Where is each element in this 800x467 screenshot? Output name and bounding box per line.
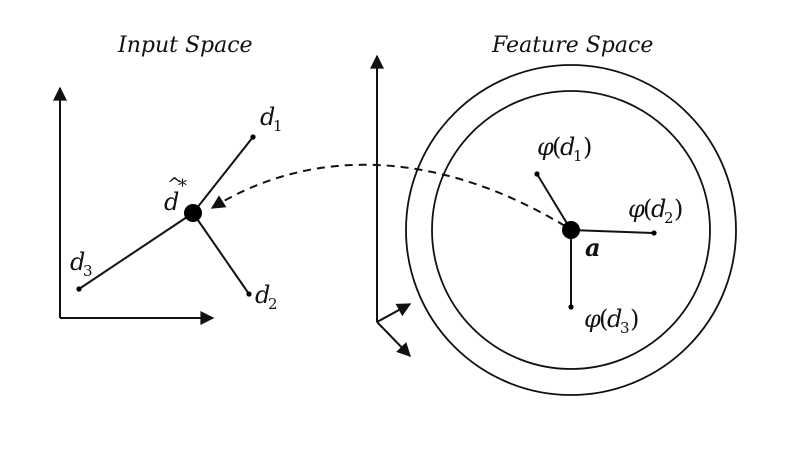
label-phi-d3-base: d [607, 305, 622, 333]
label-d2-base: d [255, 281, 270, 309]
label-phi-d2-open: ( [643, 195, 652, 223]
label-phi-d2: φ ( d 2 ) [628, 195, 683, 227]
point-phi-d2 [651, 230, 657, 236]
label-phi-d1-fn: φ [537, 133, 554, 161]
spoke-d2 [192, 212, 250, 295]
label-a: a [585, 233, 601, 262]
input-space-spokes [78, 136, 254, 295]
feature-space-axes [370, 54, 412, 358]
label-d2-sub: 2 [268, 295, 278, 313]
label-d1-sub: 1 [273, 117, 283, 135]
label-phi-d3-close: ) [630, 305, 639, 333]
label-d-hat-caret: ^ [167, 174, 182, 195]
spoke-phi-d1 [536, 173, 572, 231]
input-space-axes [53, 86, 215, 325]
label-phi-d2-close: ) [674, 195, 683, 223]
outer-circle [405, 64, 737, 396]
label-phi-d3-open: ( [599, 305, 608, 333]
label-d1-base: d [260, 103, 275, 131]
label-phi-d2-fn: φ [628, 195, 645, 223]
feature-space-spokes [536, 173, 655, 307]
point-d3 [76, 286, 82, 292]
label-phi-d3-fn: φ [584, 305, 601, 333]
label-phi-d2-base: d [651, 195, 666, 223]
feature-axis-3 [376, 321, 411, 358]
label-phi-d3-sub: 3 [620, 319, 630, 337]
label-phi-d1-sub: 1 [573, 147, 583, 165]
label-d2: d 2 [255, 281, 278, 313]
label-d1: d 1 [260, 103, 283, 135]
mapping-arrow [210, 163, 566, 227]
spoke-phi-d2 [570, 229, 655, 234]
label-phi-d2-sub: 2 [664, 209, 674, 227]
feature-center-point [562, 221, 580, 239]
label-phi-d1-open: ( [552, 133, 561, 161]
label-d3-sub: 3 [83, 262, 93, 280]
label-d-star: * [178, 176, 187, 197]
feature-axis-2 [376, 303, 412, 323]
point-phi-d3 [568, 304, 574, 310]
label-d-hat-star: d ^ * [164, 174, 187, 216]
spoke-d1 [192, 136, 254, 214]
label-d-hat-base: d [164, 188, 179, 216]
point-d2 [246, 291, 252, 297]
inner-circle [431, 90, 711, 370]
feature-space-title: Feature Space [491, 33, 653, 58]
label-phi-d1-base: d [560, 133, 575, 161]
label-d3: d 3 [70, 248, 93, 280]
input-space-title: Input Space [117, 33, 253, 58]
point-phi-d1 [534, 171, 540, 177]
label-d3-base: d [70, 248, 85, 276]
spoke-d3 [78, 212, 194, 290]
label-phi-d1-close: ) [583, 133, 592, 161]
point-d1 [250, 134, 256, 140]
label-phi-d1: φ ( d 1 ) [537, 133, 592, 165]
input-center-point [184, 204, 202, 222]
label-phi-d3: φ ( d 3 ) [584, 305, 639, 337]
